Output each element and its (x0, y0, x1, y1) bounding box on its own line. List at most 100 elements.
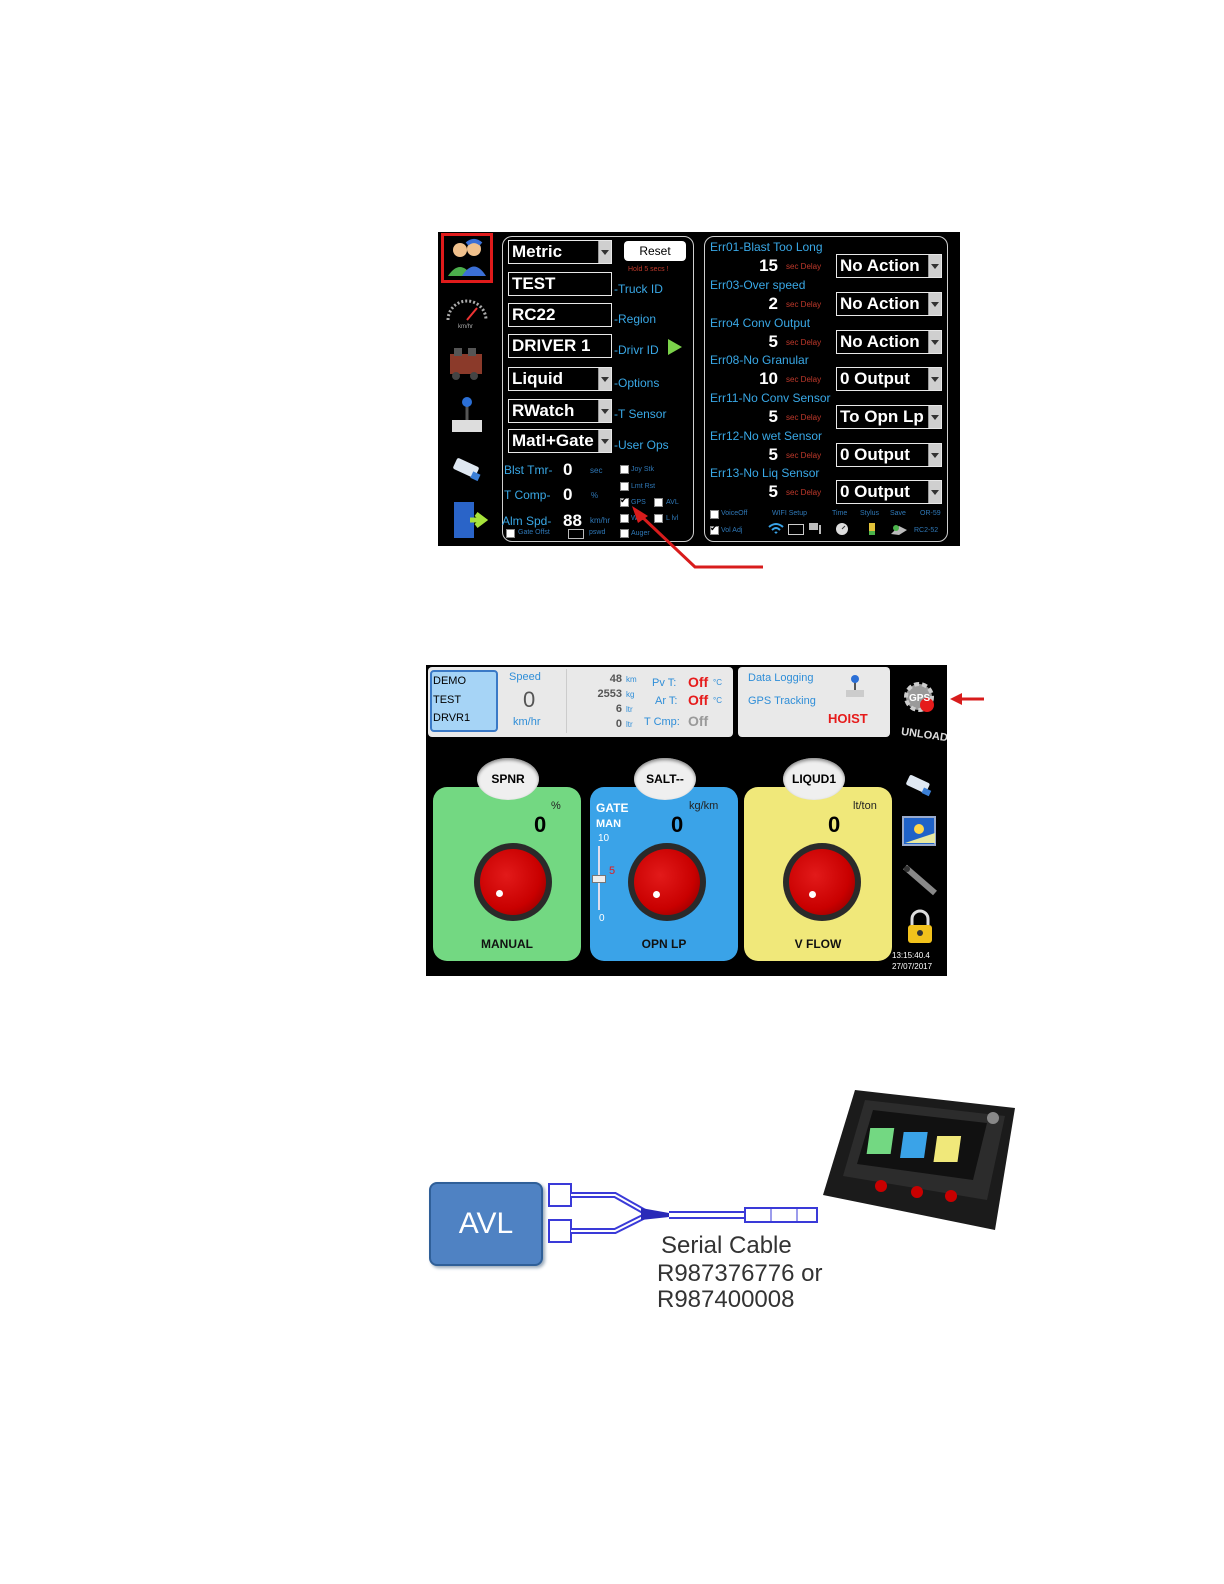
chevron-down-icon (928, 444, 941, 466)
liquid-unit: lt/ton (853, 800, 877, 812)
error-action-select[interactable]: To Opn Lp (836, 405, 942, 429)
driver-id-field[interactable]: DRIVER 1 (508, 334, 612, 358)
liquid-level-checkbox-label: L lvl (666, 515, 679, 522)
stylus-icon[interactable] (866, 522, 878, 541)
alarm-speed-value[interactable]: 88 (563, 511, 582, 530)
joystick-checkbox[interactable] (620, 465, 629, 474)
chevron-down-icon (928, 331, 941, 353)
speed-value: 0 (523, 687, 536, 712)
error-delay-value[interactable]: 5 (768, 482, 778, 501)
usb-icon[interactable] (901, 769, 939, 805)
units-select[interactable]: Metric (508, 240, 612, 264)
user-settings-icon[interactable] (441, 233, 493, 283)
error-delay-value[interactable]: 5 (768, 407, 778, 426)
t-sensor-select[interactable]: RWatch (508, 399, 612, 423)
error-title: Erro4 Conv Output (710, 316, 811, 330)
spinner-value: 0 (534, 812, 547, 837)
usb-icon[interactable] (444, 448, 490, 492)
liquid-tab[interactable]: LIQUD1 (783, 758, 845, 800)
save-icon[interactable] (890, 522, 908, 541)
reset-button[interactable]: Reset (624, 241, 686, 261)
error-delay-value[interactable]: 10 (759, 369, 778, 388)
user-ops-select[interactable]: Matl+Gate (508, 429, 612, 453)
driver-label: DRVR1 (433, 712, 471, 724)
truck-id-field[interactable]: TEST (508, 272, 612, 296)
header-divider (566, 669, 567, 733)
total-unit: km (626, 675, 637, 684)
total-unit: ltr (626, 705, 633, 714)
error-delay-value[interactable]: 5 (768, 445, 778, 464)
joystick-icon[interactable] (844, 674, 866, 703)
clock-time: 13:15:40.4 (892, 951, 930, 960)
error-action-select[interactable]: No Action (836, 254, 942, 278)
region-field[interactable]: RC22 (508, 303, 612, 327)
liquid-knob[interactable] (783, 843, 861, 921)
gps-checkbox-label: GPS (631, 499, 646, 506)
id-box[interactable] (430, 670, 498, 732)
pavement-temp-label: Pv T: (652, 677, 677, 689)
valve-block-icon[interactable] (444, 342, 490, 386)
network-icon[interactable] (808, 521, 824, 540)
error-action-select[interactable]: No Action (836, 292, 942, 316)
salt-mode[interactable]: OPN LP (641, 937, 687, 951)
error-action-select[interactable]: No Action (836, 330, 942, 354)
error-title: Err11-No Conv Sensor (710, 391, 831, 405)
chevron-down-icon (928, 255, 941, 277)
error-action-select[interactable]: 0 Output (836, 367, 942, 391)
blast-timer-value[interactable]: 0 (563, 460, 573, 479)
gps-checkbox[interactable] (620, 495, 629, 507)
auger-checkbox[interactable] (620, 529, 629, 538)
general-settings-panel (502, 236, 694, 542)
error-delay-value[interactable]: 15 (759, 256, 778, 275)
voice-off-checkbox[interactable] (710, 510, 719, 519)
keyboard-icon[interactable] (788, 524, 804, 535)
error-action-select[interactable]: 0 Output (836, 443, 942, 467)
error-delay-value[interactable]: 2 (768, 294, 778, 313)
gate-offset-checkbox[interactable] (506, 529, 515, 538)
speedometer-icon[interactable]: km/hr (444, 288, 490, 332)
liquid-mode[interactable]: V FLOW (794, 937, 842, 951)
error-action-select[interactable]: 0 Output (836, 480, 942, 504)
speed-unit: km/hr (513, 716, 541, 728)
settings-screen: km/hr Metric Reset Hold 5 secs ! TEST -T… (438, 232, 960, 546)
salt-tab[interactable]: SALT-- (634, 758, 696, 800)
volume-adjust-checkbox[interactable] (710, 523, 719, 535)
conveyor-icon[interactable] (901, 861, 939, 897)
voice-off-label: VoiceOff (721, 510, 748, 517)
limit-reset-checkbox[interactable] (620, 482, 629, 491)
keyboard-icon[interactable] (568, 529, 584, 539)
play-arrow-icon[interactable] (666, 338, 684, 361)
exit-icon[interactable] (444, 498, 490, 542)
hoist-label: HOIST (828, 711, 868, 726)
driver-id-label: -Drivr ID (614, 343, 659, 357)
salt-value: 0 (671, 812, 684, 837)
lock-icon[interactable] (901, 909, 939, 945)
limit-reset-checkbox-label: Lmt Rst (631, 483, 656, 490)
liquid-value: 0 (828, 812, 841, 837)
salt-knob[interactable] (628, 843, 706, 921)
joystick-icon[interactable] (444, 394, 490, 438)
unload-button[interactable]: UNLOAD (900, 725, 947, 745)
clock-icon[interactable] (834, 522, 850, 541)
gate-slider-handle[interactable] (592, 875, 606, 883)
spinner-knob[interactable] (474, 843, 552, 921)
total-unit: ltr (626, 720, 633, 729)
gps-gear-icon[interactable]: GPS (901, 679, 939, 715)
error-delay-value[interactable]: 5 (768, 332, 778, 351)
t-sensor-select-value: RWatch (512, 401, 575, 420)
avl-checkbox[interactable] (654, 498, 663, 507)
units-select-value: Metric (512, 242, 563, 261)
wifi-icon[interactable] (768, 522, 784, 541)
error-delay-label: sec Delay (786, 413, 822, 422)
spinner-tab[interactable]: SPNR (477, 758, 539, 800)
liquid-level-checkbox[interactable] (654, 514, 663, 523)
spinner-mode[interactable]: MANUAL (481, 937, 533, 951)
ws-checkbox[interactable] (620, 514, 629, 523)
brightness-icon[interactable] (901, 815, 939, 851)
cable-title: Serial Cable (661, 1232, 792, 1259)
temp-comp-unit: % (591, 491, 599, 500)
error-title: Err03-Over speed (710, 278, 806, 292)
air-temp-unit: °C (713, 696, 722, 705)
options-select[interactable]: Liquid (508, 367, 612, 391)
temp-comp-value[interactable]: 0 (563, 485, 573, 504)
